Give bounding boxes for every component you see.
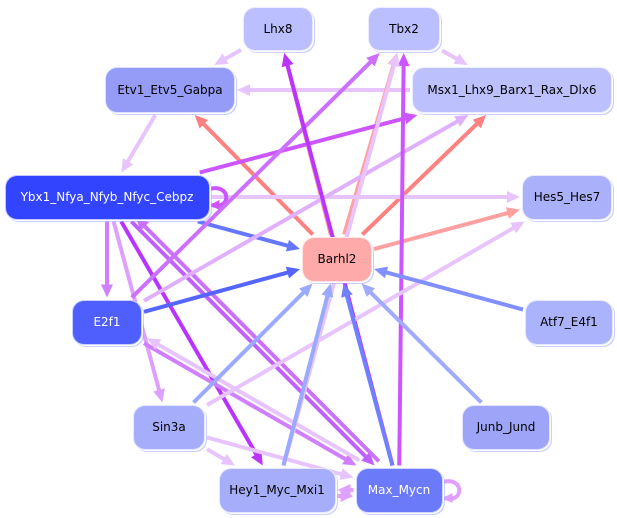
edge-E2f1-to-Max	[143, 341, 357, 466]
node-label: Junb_Jund	[476, 420, 536, 434]
arrowhead	[342, 453, 357, 466]
arrowhead	[285, 266, 300, 279]
node-e2f1[interactable]: E2f1	[72, 299, 142, 345]
arrowhead	[341, 283, 353, 298]
arrowhead	[388, 53, 400, 68]
node-msx1[interactable]: Msx1_Lhx9_Barx1_Rax_Dlx6	[412, 67, 612, 113]
node-label: Hey1_Myc_Mxi1	[229, 483, 325, 497]
edge-Etv1-to-Ybx1	[121, 113, 158, 173]
arrowhead	[403, 112, 418, 125]
node-etv1[interactable]: Etv1_Etv5_Gabpa	[105, 67, 235, 113]
arrowhead	[209, 200, 220, 210]
edge-Max-to-E2f1	[146, 338, 361, 463]
arrowhead	[361, 452, 375, 466]
edge-Max-to-Hey1	[337, 484, 354, 496]
edge-Ybx1-to-Hey1	[119, 220, 263, 466]
edge-Ybx1-to-Ybx1	[208, 186, 229, 210]
arrowhead	[220, 453, 235, 466]
node-label: Lhx8	[263, 22, 293, 36]
node-label: Tbx2	[389, 22, 419, 36]
edge-Atf7-to-Barhl2	[374, 266, 524, 312]
edge-Hey1-to-Max	[337, 490, 354, 502]
arrowhead	[374, 266, 389, 279]
arrowhead	[505, 207, 520, 219]
arrowhead	[361, 283, 376, 297]
arrowhead	[237, 84, 250, 96]
node-sin3a[interactable]: Sin3a	[133, 404, 205, 450]
node-tbx2[interactable]: Tbx2	[368, 7, 440, 51]
arrowhead	[339, 468, 354, 480]
edge-Lhx8-to-Etv1	[214, 48, 242, 65]
arrowhead	[194, 115, 209, 129]
edge-Sin3a-to-Hey1	[205, 447, 235, 466]
edge-Max-to-Max	[441, 479, 462, 503]
arrowhead	[454, 115, 469, 127]
edge-Max-to-Barhl2	[341, 283, 395, 467]
edge-E2f1-to-Barhl2	[143, 266, 300, 314]
arrowhead	[146, 338, 162, 350]
edge-E2f1-to-Tbx2	[130, 53, 380, 299]
node-junb[interactable]: Junb_Jund	[462, 404, 550, 450]
arrowhead	[153, 388, 165, 403]
node-atf7[interactable]: Atf7_E4f1	[525, 299, 613, 345]
arrowhead	[472, 115, 487, 129]
arrowhead	[337, 484, 351, 496]
node-label: Atf7_E4f1	[540, 315, 598, 329]
arrowhead	[214, 53, 229, 65]
arrowhead	[366, 53, 380, 67]
arrowhead	[135, 217, 150, 231]
edge-Sin3a-to-Hes5	[205, 221, 525, 407]
node-hes5[interactable]: Hes5_Hes7	[522, 174, 612, 220]
arrowhead	[453, 53, 468, 65]
arrowhead	[397, 53, 410, 67]
arrowhead	[285, 239, 300, 252]
node-lhx8[interactable]: Lhx8	[243, 7, 313, 51]
edge-Msx1-to-Etv1	[237, 84, 410, 96]
edge-Ybx1-to-Barhl2	[197, 219, 300, 252]
node-hey1[interactable]: Hey1_Myc_Mxi1	[218, 467, 336, 513]
node-label: Sin3a	[152, 420, 186, 434]
edge-Max-to-Ybx1	[135, 217, 381, 463]
arrowhead	[442, 493, 453, 503]
node-max[interactable]: Max_Mycn	[355, 467, 443, 513]
edge-Ybx1-to-E2f1	[101, 221, 113, 298]
arrowhead	[251, 451, 263, 466]
arrowhead	[507, 191, 520, 203]
edge-Ybx1-to-Hes5	[211, 191, 520, 203]
node-label: E2f1	[93, 315, 121, 329]
edge-Max-to-Tbx2	[397, 53, 410, 466]
node-label: Ybx1_Nfya_Nfyb_Nfyc_Cebpz	[20, 190, 194, 204]
edge-Barhl2-to-Msx1	[360, 115, 487, 236]
arrowhead	[340, 490, 354, 502]
edge-Hey1-to-Barhl2	[281, 283, 334, 467]
node-label: Max_Mycn	[367, 483, 431, 497]
node-barhl2[interactable]: Barhl2	[302, 236, 372, 282]
arrowhead	[101, 284, 113, 298]
arrowhead	[321, 283, 334, 298]
node-label: Msx1_Lhx9_Barx1_Rax_Dlx6	[427, 83, 597, 97]
arrowhead	[281, 53, 294, 68]
edge-Junb-to-Barhl2	[361, 283, 483, 404]
arrowhead	[121, 158, 134, 173]
arrowhead	[510, 221, 525, 234]
edge-Ybx1-to-Msx1	[199, 112, 418, 175]
node-ybx1[interactable]: Ybx1_Nfya_Nfyb_Nfyc_Cebpz	[4, 174, 210, 220]
edge-Barhl2-to-Hes5	[373, 207, 520, 251]
edge-E2f1-to-Msx1	[143, 115, 469, 303]
node-label: Barhl2	[317, 252, 357, 266]
edge-Sin3a-to-Barhl2	[192, 283, 313, 404]
node-label: Etv1_Etv5_Gabpa	[117, 83, 223, 97]
node-label: Hes5_Hes7	[533, 190, 601, 204]
edge-Tbx2-to-Msx1	[441, 48, 468, 65]
arrowhead	[299, 283, 313, 297]
